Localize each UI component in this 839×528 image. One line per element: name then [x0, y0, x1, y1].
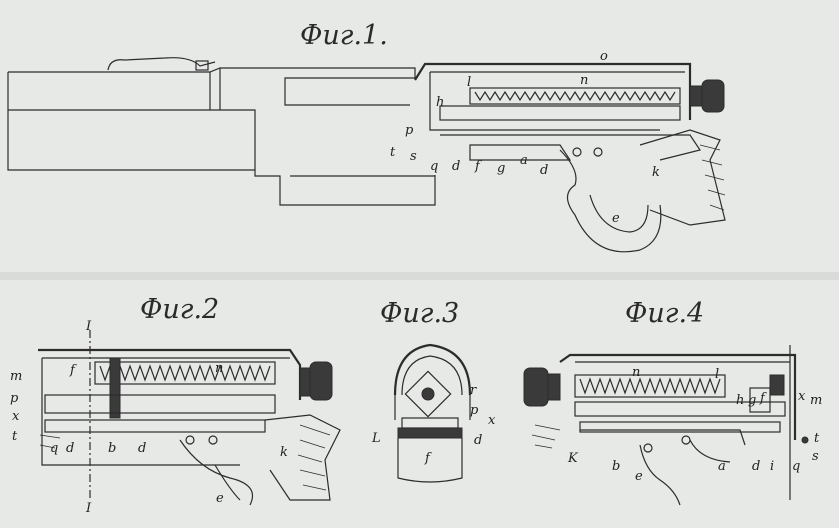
fig1-label-n: n [580, 73, 588, 88]
fig4-label-a: a [718, 459, 726, 474]
fig3-label-f: f [424, 451, 432, 466]
fig2-title: Фиг.2 [140, 294, 219, 325]
fig2-label-I-bottom: I [85, 501, 92, 516]
fig2-label-p: p [10, 391, 19, 406]
fig4-label-e: e [635, 469, 643, 484]
fig4-label-l: l [715, 367, 719, 382]
fig4-label-s: s [812, 449, 819, 464]
fig1-label-o: o [600, 49, 608, 64]
fig4-label-K: K [567, 451, 579, 466]
figure-1: Фиг.1. o n h l p [7, 20, 726, 253]
fig2-label-I-top: I [85, 319, 92, 334]
fig4-label-f: f [759, 391, 767, 406]
fig4-label-b: b [612, 459, 620, 474]
fig1-label-d: d [452, 159, 460, 174]
fig1-label-d2: d [540, 163, 548, 178]
fig2-label-k: k [280, 445, 288, 460]
fig2-label-d: d [66, 441, 74, 456]
fig1-label-k: k [652, 165, 660, 180]
fig4-label-n: n [632, 365, 640, 380]
fig4-label-i: i [770, 459, 774, 474]
fig4-label-t: t [814, 431, 820, 446]
fig1-label-g: g [497, 161, 505, 176]
fig4-title: Фиг.4 [625, 298, 704, 329]
fig1-label-l: l [467, 75, 471, 90]
figure-2: Фиг.2 I m f n p x t q d b d k e I [10, 294, 341, 516]
fig4-label-x: x [798, 389, 806, 404]
fig2-label-m: m [10, 369, 22, 384]
panel-divider [0, 272, 839, 280]
fig1-label-s: s [410, 149, 417, 164]
fig1-label-p: p [405, 123, 414, 138]
fig2-label-t: t [12, 429, 18, 444]
fig2-label-e: e [216, 491, 224, 506]
fig3-title: Фиг.3 [380, 298, 459, 329]
fig3-label-d: d [474, 433, 482, 448]
fig4-label-q: q [792, 459, 800, 474]
fig2-label-d2: d [138, 441, 146, 456]
fig2-label-f: f [69, 363, 77, 378]
fig3-label-p: p [470, 403, 479, 418]
fig1-label-e: e [612, 211, 620, 226]
fig4-label-h: h [736, 393, 744, 408]
fig2-label-b: b [108, 441, 116, 456]
fig2-label-q: q [50, 441, 58, 456]
fig1-label-f: f [474, 159, 482, 174]
figure-4: Фиг.4 n l h g f x m K b e a d i q [523, 298, 822, 506]
fig1-label-a: a [520, 153, 528, 168]
fig3-label-x: x [488, 413, 496, 428]
fig2-label-x: x [12, 409, 20, 424]
fig2-label-n: n [215, 361, 223, 376]
fig3-label-r: r [470, 383, 477, 398]
fig1-label-h: h [436, 95, 444, 110]
fig3-label-L: L [371, 431, 381, 446]
fig4-label-g: g [748, 393, 756, 408]
figure-3: Фиг.3 L r p x d f [371, 298, 496, 483]
fig4-label-m: m [810, 393, 822, 408]
fig1-label-t: t [390, 145, 396, 160]
fig1-label-q: q [430, 159, 438, 174]
fig1-title: Фиг.1. [300, 20, 388, 51]
fig4-label-d: d [752, 459, 760, 474]
